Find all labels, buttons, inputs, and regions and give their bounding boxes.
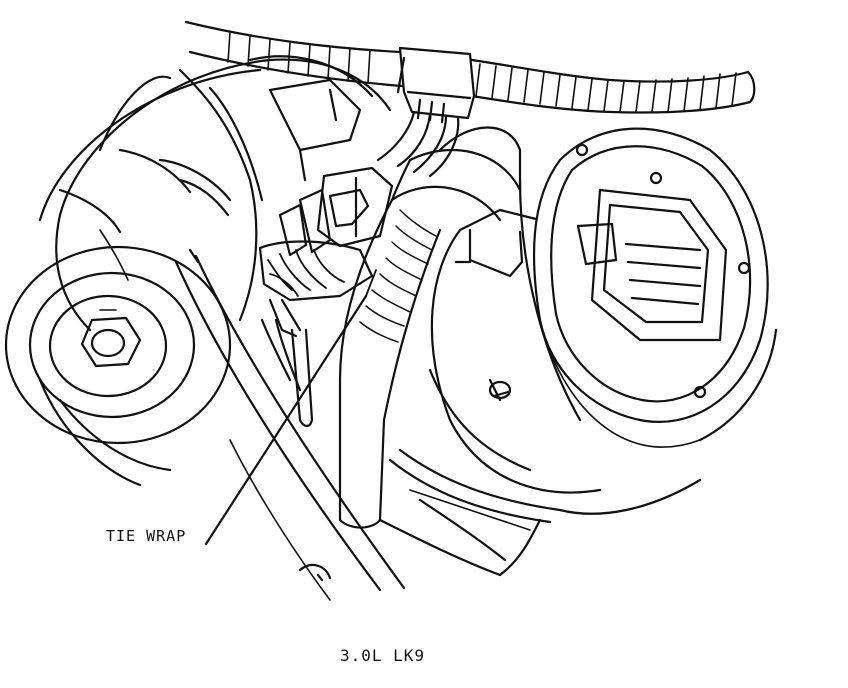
tie-wrap-leader xyxy=(204,269,377,546)
distributor xyxy=(388,178,602,524)
alternator-pulley xyxy=(4,245,232,445)
figure-caption: 3.0L LK9 xyxy=(340,646,426,665)
coolant-hose xyxy=(338,126,522,529)
distributor-cap xyxy=(532,127,778,448)
drive-belt xyxy=(38,254,406,601)
wire-connector-cluster xyxy=(258,166,394,428)
tie-wrap-label: TIE WRAP xyxy=(106,527,187,545)
alternator xyxy=(38,55,392,332)
engine-block xyxy=(298,478,702,582)
wiring-harness xyxy=(184,20,756,178)
